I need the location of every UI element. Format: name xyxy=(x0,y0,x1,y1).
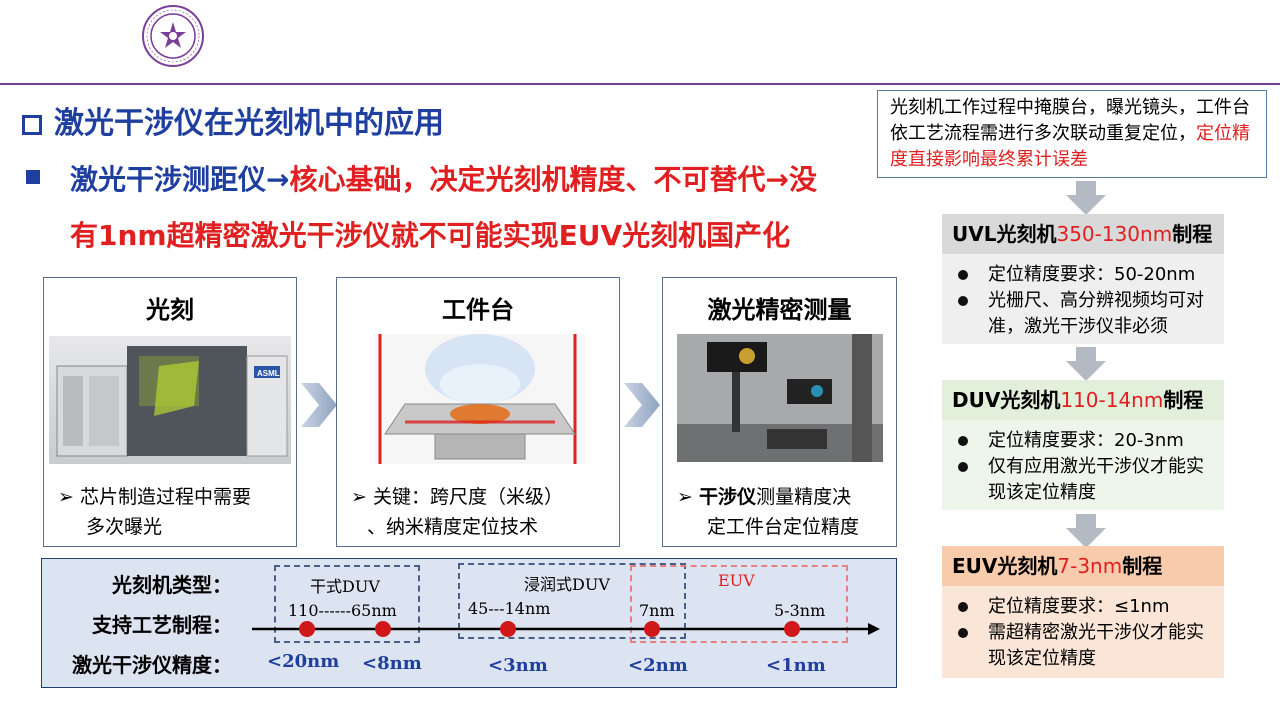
stage-header-duv: DUV光刻机110-14nm制程 xyxy=(942,380,1224,420)
panel-bullet: ➢ 关键：跨尺度（米级） 、纳米精度定位技术 xyxy=(351,482,563,542)
stage-suffix: 制程 xyxy=(1122,554,1163,578)
arrow-bullet-icon: ➢ xyxy=(351,486,367,508)
wafer-stage-image xyxy=(375,334,585,464)
bullet-bold: 干涉仪 xyxy=(699,486,757,508)
arrow-bullet-icon: ➢ xyxy=(677,486,693,508)
row-label-type: 光刻机类型： xyxy=(112,573,232,597)
down-arrow-icon xyxy=(1066,181,1106,215)
process-label: 45---14nm xyxy=(468,599,551,618)
group-name: 浸润式DUV xyxy=(524,575,610,594)
title-box-icon xyxy=(22,115,42,135)
group-name: EUV xyxy=(718,571,755,590)
precision-label: <2nm xyxy=(628,655,688,676)
stage-name: EUV光刻机 xyxy=(952,554,1058,578)
timeline-panel: 光刻机类型： 支持工艺制程： 激光干涉仪精度： 干式DUV 浸润式DUV EUV… xyxy=(41,558,897,688)
panel-wafer-stage: 工件台 ➢ 关键：跨尺度（米级） 、纳米精度定位技术 xyxy=(336,277,620,547)
arrow-bullet-icon: ➢ xyxy=(58,486,74,508)
bullet-line: 、纳米精度定位技术 xyxy=(367,516,539,538)
stage-item: 光栅尺、高分辨视频均可对准，激光干涉仪非必须 xyxy=(952,288,1218,340)
timeline-dot xyxy=(375,621,391,637)
bullet-line: 关键：跨尺度（米级） xyxy=(373,486,564,508)
chevron-right-icon xyxy=(301,383,337,427)
lithography-machine-image: ASML xyxy=(49,336,291,464)
asml-label: ASML xyxy=(257,369,280,378)
group-box-dry-duv xyxy=(274,565,420,643)
stage-suffix: 制程 xyxy=(1172,222,1213,246)
bullet-line: 定工件台定位精度 xyxy=(707,516,860,538)
row-label-process: 支持工艺制程： xyxy=(92,613,232,637)
group-box-immersion-duv xyxy=(458,563,686,639)
stage-body-euv: 定位精度要求：≤1nm 需超精密激光干涉仪才能实现该定位精度 xyxy=(942,586,1224,678)
headline-arrow2: → xyxy=(765,163,789,196)
headline-part3: 没 xyxy=(788,163,817,196)
panel-title: 工件台 xyxy=(442,296,514,324)
page-title: 激光干涉仪在光刻机中的应用 xyxy=(22,98,444,142)
stage-item: 定位精度要求：20-3nm xyxy=(952,428,1218,454)
group-name: 干式DUV xyxy=(310,577,380,596)
row-label-precision: 激光干涉仪精度： xyxy=(72,653,232,677)
group-box-euv xyxy=(630,565,848,643)
precision-label: <1nm xyxy=(766,655,826,676)
stage-body-uvl: 定位精度要求：50-20nm 光栅尺、高分辨视频均可对准，激光干涉仪非必须 xyxy=(942,254,1224,344)
headline-part2: 核心基础，决定光刻机精度、不可替代 xyxy=(289,163,766,196)
headline-part1: 激光干涉测距仪 xyxy=(70,163,267,196)
timeline-dot xyxy=(299,621,315,637)
stage-header-uvl: UVL光刻机350-130nm制程 xyxy=(942,214,1224,254)
bullet-line: 多次曝光 xyxy=(86,516,163,538)
timeline-dot xyxy=(784,621,800,637)
precision-label: <20nm xyxy=(267,651,340,672)
process-label: 7nm xyxy=(639,601,675,620)
stage-name: DUV光刻机 xyxy=(952,388,1061,412)
note-highlight: 定位精度直接影响最终累计误差 xyxy=(890,123,1250,170)
panel-bullet: ➢ 干涉仪测量精度决 定工件台定位精度 xyxy=(677,482,859,542)
precision-label: <8nm xyxy=(362,653,422,674)
timeline-axis-arrow xyxy=(252,623,880,635)
down-arrow-icon xyxy=(1066,514,1106,548)
laser-interferometer-image xyxy=(677,334,883,462)
panel-title: 光刻 xyxy=(146,296,194,324)
title-text: 激光干涉仪在光刻机中的应用 xyxy=(54,106,444,141)
precision-label: <3nm xyxy=(488,655,548,676)
positioning-note: 光刻机工作过程中掩膜台，曝光镜头，工件台依工艺流程需进行多次联动重复定位，定位精… xyxy=(877,90,1267,178)
university-seal-logo xyxy=(142,5,204,67)
panel-bullet: ➢ 芯片制造过程中需要 多次曝光 xyxy=(58,482,251,542)
stage-range: 350-130nm xyxy=(1056,222,1173,246)
stage-header-euv: EUV光刻机7-3nm制程 xyxy=(942,546,1224,586)
bullet-line: 芯片制造过程中需要 xyxy=(80,486,252,508)
header-divider xyxy=(0,83,1280,85)
panel-title: 激光精密测量 xyxy=(707,296,852,324)
stage-item: 需超精密激光干涉仪才能实现该定位精度 xyxy=(952,620,1218,672)
stage-item: 定位精度要求：50-20nm xyxy=(952,262,1218,288)
chevron-right-icon xyxy=(624,383,660,427)
stage-suffix: 制程 xyxy=(1163,388,1204,412)
panel-lithography: 光刻 ASML ➢ 芯片制造过程中需要 多次曝光 xyxy=(43,277,297,547)
panel-laser-measurement: 激光精密测量 ➢ 干涉仪测量精度决 定工件台定位精度 xyxy=(662,277,897,547)
note-text: 光刻机工作过程中掩膜台，曝光镜头，工件台依工艺流程需进行多次联动重复定位， xyxy=(890,97,1250,144)
stage-item: 定位精度要求：≤1nm xyxy=(952,594,1218,620)
process-label: 110------65nm xyxy=(288,601,397,620)
stage-body-duv: 定位精度要求：20-3nm 仅有应用激光干涉仪才能实现该定位精度 xyxy=(942,420,1224,510)
headline-line2: 有1nm超精密激光干涉仪就不可能实现EUV光刻机国产化 xyxy=(70,219,791,252)
timeline-dot xyxy=(644,621,660,637)
stage-range: 7-3nm xyxy=(1057,554,1123,578)
headline-arrow1: → xyxy=(266,163,290,196)
down-arrow-icon xyxy=(1066,347,1106,381)
timeline-dot xyxy=(500,621,516,637)
process-label: 5-3nm xyxy=(774,601,826,620)
stage-range: 110-14nm xyxy=(1060,388,1164,412)
square-bullet-icon xyxy=(26,170,40,184)
stage-item: 仅有应用激光干涉仪才能实现该定位精度 xyxy=(952,454,1218,506)
stage-name: UVL光刻机 xyxy=(952,222,1057,246)
bullet-line: 测量精度决 xyxy=(756,486,852,508)
headline-line1: 激光干涉测距仪→核心基础，决定光刻机精度、不可替代→没 xyxy=(70,158,817,198)
